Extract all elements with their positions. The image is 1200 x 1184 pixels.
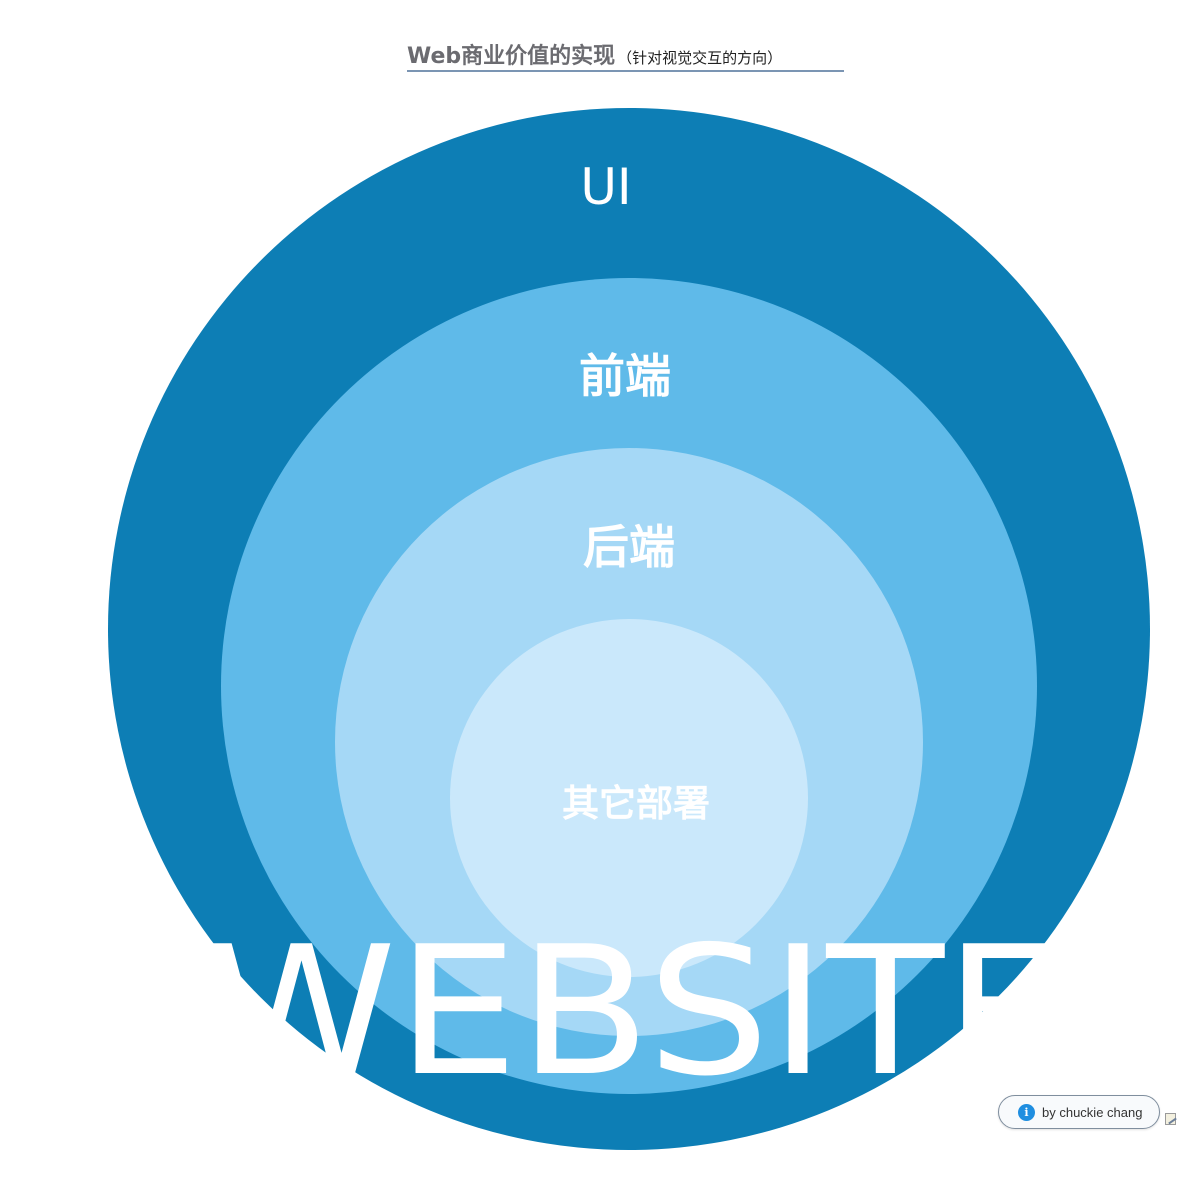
layer-frontend-label: 前端 [579, 349, 671, 403]
layer-other-deploy-label: 其它部署 [562, 782, 710, 825]
author-badge-text: by chuckie chang [1042, 1104, 1143, 1120]
title-subtitle-text: （针对视觉交互的方向） [617, 49, 783, 67]
title-main-text: Web商业价值的实现 [407, 44, 616, 69]
layer-ui-label: UI [580, 158, 631, 216]
diagram-title: Web商业价值的实现（针对视觉交互的方向） [407, 38, 844, 72]
note-edit-icon[interactable] [1165, 1113, 1176, 1125]
author-badge[interactable]: i by chuckie chang [998, 1095, 1160, 1129]
layer-other-deploy-circle [450, 619, 808, 977]
info-icon: i [1018, 1103, 1035, 1121]
layer-backend-label: 后端 [583, 520, 675, 574]
website-watermark: WEBSITE [206, 908, 1066, 1115]
